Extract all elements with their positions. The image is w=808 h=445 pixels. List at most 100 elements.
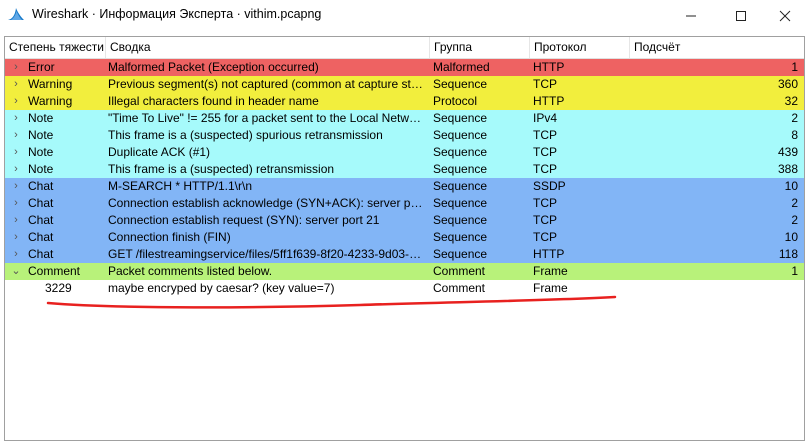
table-row[interactable]: › Note Duplicate ACK (#1) Sequence TCP 4… (5, 144, 804, 161)
protocol-cell: Frame (533, 281, 568, 295)
group-cell: Sequence (433, 128, 488, 142)
table-row[interactable]: › Note "Time To Live" != 255 for a packe… (5, 110, 804, 127)
severity-cell: Warning (28, 94, 73, 108)
severity-cell: Chat (28, 179, 54, 193)
table-row[interactable]: › Error Malformed Packet (Exception occu… (5, 59, 804, 76)
count-cell: 10 (784, 230, 798, 244)
column-header-count[interactable]: Подсчёт (634, 40, 681, 54)
expand-arrow-icon[interactable]: › (14, 231, 18, 243)
column-header-group[interactable]: Группа (430, 37, 530, 58)
protocol-cell: TCP (533, 213, 557, 227)
summary-cell: M-SEARCH * HTTP/1.1\r\n (108, 179, 253, 193)
summary-cell: Illegal characters found in header name (108, 94, 319, 108)
expand-arrow-icon[interactable]: › (14, 61, 18, 73)
protocol-cell: SSDP (533, 179, 566, 193)
group-cell: Comment (433, 264, 486, 278)
severity-cell: Chat (28, 230, 54, 244)
packet-number-cell: 3229 (45, 281, 72, 295)
summary-cell: Previous segment(s) not captured (common… (108, 77, 427, 91)
count-cell: 2 (791, 196, 798, 210)
count-cell: 2 (791, 111, 798, 125)
wireshark-fin-icon (8, 8, 24, 20)
summary-cell: Malformed Packet (Exception occurred) (108, 60, 319, 74)
count-cell: 118 (778, 247, 798, 261)
expand-arrow-icon[interactable]: › (14, 197, 18, 209)
group-cell: Sequence (433, 213, 488, 227)
group-cell: Malformed (433, 60, 490, 74)
protocol-cell: Frame (533, 264, 568, 278)
expand-arrow-icon[interactable]: › (14, 112, 18, 124)
table-row[interactable]: › Chat Connection establish acknowledge … (5, 195, 804, 212)
expand-arrow-icon[interactable]: › (14, 214, 18, 226)
group-cell: Sequence (433, 230, 488, 244)
count-cell: 8 (791, 128, 798, 142)
group-cell: Sequence (433, 247, 488, 261)
count-cell: 1 (791, 60, 798, 74)
group-cell: Sequence (433, 196, 488, 210)
protocol-cell: HTTP (533, 60, 565, 74)
group-cell: Sequence (433, 179, 488, 193)
protocol-cell: HTTP (533, 94, 565, 108)
count-cell: 360 (777, 77, 798, 91)
collapse-arrow-icon[interactable]: ⌄ (11, 265, 21, 277)
severity-cell: Note (28, 145, 54, 159)
child-row-comment[interactable]: 3229 maybe encryped by caesar? (key valu… (5, 280, 804, 297)
severity-cell: Chat (28, 247, 54, 261)
column-header-protocol[interactable]: Протокол (530, 37, 630, 58)
protocol-cell: TCP (533, 196, 557, 210)
expand-arrow-icon[interactable]: › (14, 78, 18, 90)
table-row[interactable]: › Note This frame is a (suspected) retra… (5, 161, 804, 178)
expert-info-table[interactable]: Степень тяжести Сводка Группа Протокол П… (4, 36, 805, 441)
summary-cell: GET /filestreamingservice/files/5ff1f639… (108, 247, 427, 261)
group-cell: Sequence (433, 77, 488, 91)
protocol-cell: TCP (533, 77, 557, 91)
severity-cell: Comment (28, 264, 81, 278)
column-header-severity[interactable]: Степень тяжести (5, 37, 106, 58)
table-row[interactable]: › Warning Previous segment(s) not captur… (5, 76, 804, 93)
table-row[interactable]: › Warning Illegal characters found in he… (5, 93, 804, 110)
protocol-cell: TCP (533, 230, 557, 244)
expand-arrow-icon[interactable]: › (14, 248, 18, 260)
column-header-summary[interactable]: Сводка (106, 37, 430, 58)
summary-cell: Packet comments listed below. (108, 264, 273, 278)
expand-arrow-icon[interactable]: › (14, 146, 18, 158)
summary-cell: This frame is a (suspected) retransmissi… (108, 162, 335, 176)
table-row[interactable]: › Chat M-SEARCH * HTTP/1.1\r\n Sequence … (5, 178, 804, 195)
expand-arrow-icon[interactable]: › (14, 163, 18, 175)
close-button[interactable] (762, 0, 808, 32)
expand-arrow-icon[interactable]: › (14, 129, 18, 141)
table-row[interactable]: ⌄ Comment Packet comments listed below. … (5, 263, 804, 280)
maximize-icon (736, 11, 746, 21)
protocol-cell: TCP (533, 145, 557, 159)
count-cell: 10 (784, 179, 798, 193)
protocol-cell: IPv4 (533, 111, 558, 125)
table-row[interactable]: › Note This frame is a (suspected) spuri… (5, 127, 804, 144)
summary-cell: Duplicate ACK (#1) (108, 145, 211, 159)
table-header: Степень тяжести Сводка Группа Протокол П… (5, 37, 804, 59)
summary-cell: Connection establish acknowledge (SYN+AC… (108, 196, 427, 210)
severity-cell: Chat (28, 213, 54, 227)
table-row[interactable]: › Chat GET /filestreamingservice/files/5… (5, 246, 804, 263)
expand-arrow-icon[interactable]: › (14, 95, 18, 107)
table-row[interactable]: › Chat Connection establish request (SYN… (5, 212, 804, 229)
severity-cell: Note (28, 162, 54, 176)
count-cell: 32 (784, 94, 798, 108)
severity-cell: Note (28, 128, 54, 142)
group-cell: Protocol (433, 94, 478, 108)
minimize-button[interactable] (668, 0, 714, 32)
severity-cell: Warning (28, 77, 73, 91)
severity-cell: Note (28, 111, 54, 125)
count-cell: 388 (777, 162, 798, 176)
maximize-button[interactable] (718, 0, 764, 32)
expand-arrow-icon[interactable]: › (14, 180, 18, 192)
group-cell: Sequence (433, 162, 488, 176)
count-cell: 1 (791, 264, 798, 278)
summary-cell: Connection establish request (SYN): serv… (108, 213, 380, 227)
summary-cell: maybe encryped by caesar? (key value=7) (108, 281, 335, 295)
group-cell: Comment (433, 281, 486, 295)
table-row[interactable]: › Chat Connection finish (FIN) Sequence … (5, 229, 804, 246)
minimize-icon (686, 15, 696, 17)
severity-cell: Chat (28, 196, 54, 210)
close-icon (779, 10, 791, 22)
summary-cell: "Time To Live" != 255 for a packet sent … (108, 111, 427, 125)
